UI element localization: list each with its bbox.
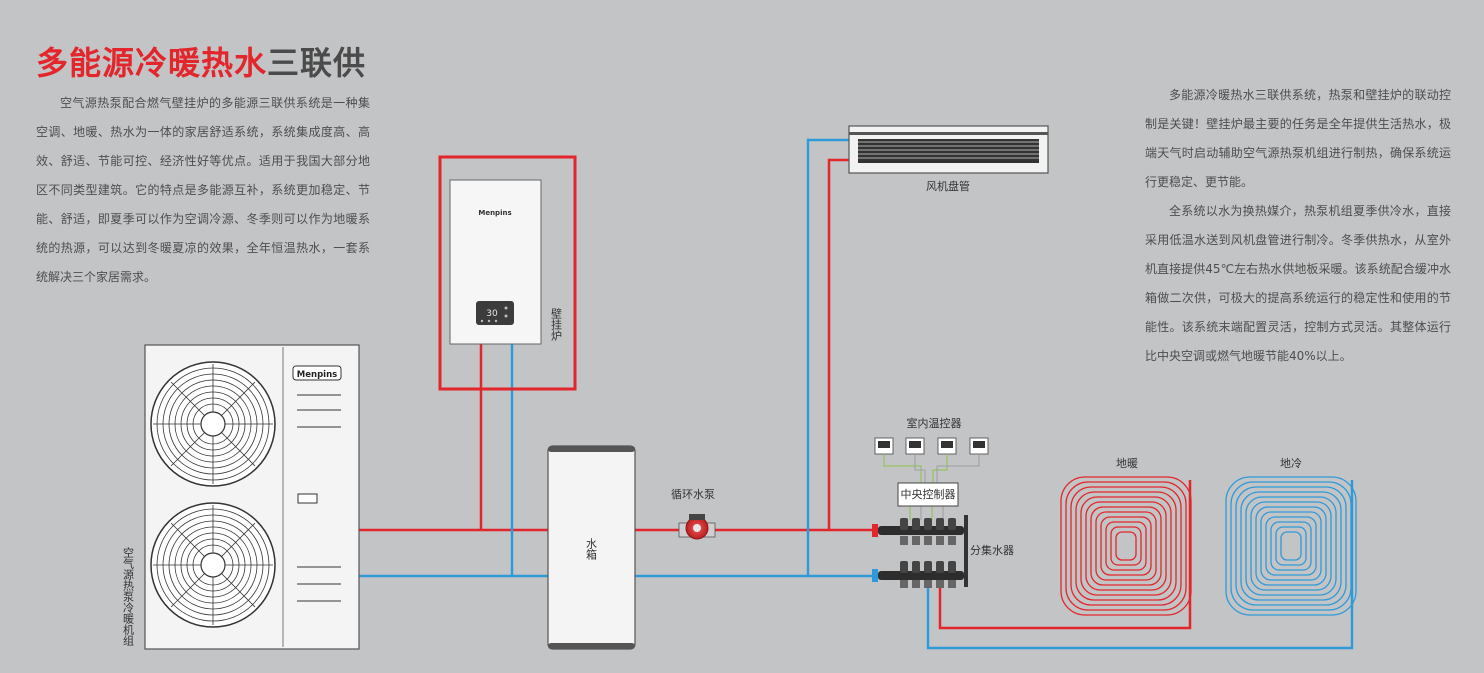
wall-boiler: Menpins 30 xyxy=(449,179,542,345)
intro-text: 空气源热泵配合燃气壁挂炉的多能源三联供系统是一种集空调、地暖、热水为一体的家居舒… xyxy=(36,96,370,284)
fan-coil-unit xyxy=(848,125,1049,174)
floor-heat-label: 地暖 xyxy=(1116,457,1138,470)
intro-paragraph: 空气源热泵配合燃气壁挂炉的多能源三联供系统是一种集空调、地暖、热水为一体的家居舒… xyxy=(36,89,370,292)
circulation-pump-icon xyxy=(678,514,716,540)
pump-label: 循环水泵 xyxy=(671,488,715,501)
control-wires xyxy=(883,454,980,520)
heatpump-label: 空气源热泵冷暖机组 xyxy=(122,546,135,646)
floor-heating-coil xyxy=(1060,476,1192,616)
hot-pipes xyxy=(359,158,1192,630)
boiler-display-value: 30 xyxy=(486,309,498,319)
thermostat-icon xyxy=(969,437,989,455)
fan-icon xyxy=(150,361,276,487)
description-text-1: 多能源冷暖热水三联供系统，热泵和壁挂炉的联动控制是关键！壁挂炉最主要的任务是全年… xyxy=(1145,88,1451,189)
central-controller-box xyxy=(897,482,959,507)
title-highlight: 多能源冷暖热水 xyxy=(36,44,268,82)
description-paragraphs: 多能源冷暖热水三联供系统，热泵和壁挂炉的联动控制是关键！壁挂炉最主要的任务是全年… xyxy=(1145,81,1451,371)
handle-icon xyxy=(297,493,318,504)
floor-cool-label: 地冷 xyxy=(1280,457,1302,470)
floor-cooling-coil xyxy=(1225,476,1357,616)
tank-label: 水箱 xyxy=(585,538,598,561)
heat-pump-unit: Menpins xyxy=(144,344,360,650)
manifold-label: 分集水器 xyxy=(970,543,1014,557)
thermostats-label: 室内温控器 xyxy=(907,416,962,430)
water-tank xyxy=(547,445,636,650)
thermostat-icon xyxy=(905,437,925,455)
boiler-display-panel xyxy=(476,301,514,325)
boiler-label: 壁挂炉 xyxy=(550,307,563,342)
fancoil-label: 风机盘管 xyxy=(926,179,970,193)
page-title: 多能源冷暖热水三联供 xyxy=(36,38,366,84)
boiler-frame xyxy=(438,155,577,391)
controller-label: 中央控制器 xyxy=(901,487,956,501)
manifold xyxy=(872,515,968,588)
heatpump-brand-logo: Menpins xyxy=(297,370,337,380)
thermostats xyxy=(874,437,989,455)
fan-icon xyxy=(150,502,276,628)
description-text-2: 全系统以水为换热媒介，热泵机组夏季供冷水，直接采用低温水送到风机盘管进行制冷。冬… xyxy=(1145,204,1451,363)
cold-pipes xyxy=(359,138,1354,650)
thermostat-icon xyxy=(937,437,957,455)
boiler-brand-logo: Menpins xyxy=(478,209,511,217)
thermostat-icon xyxy=(874,437,894,455)
title-rest: 三联供 xyxy=(267,44,367,82)
